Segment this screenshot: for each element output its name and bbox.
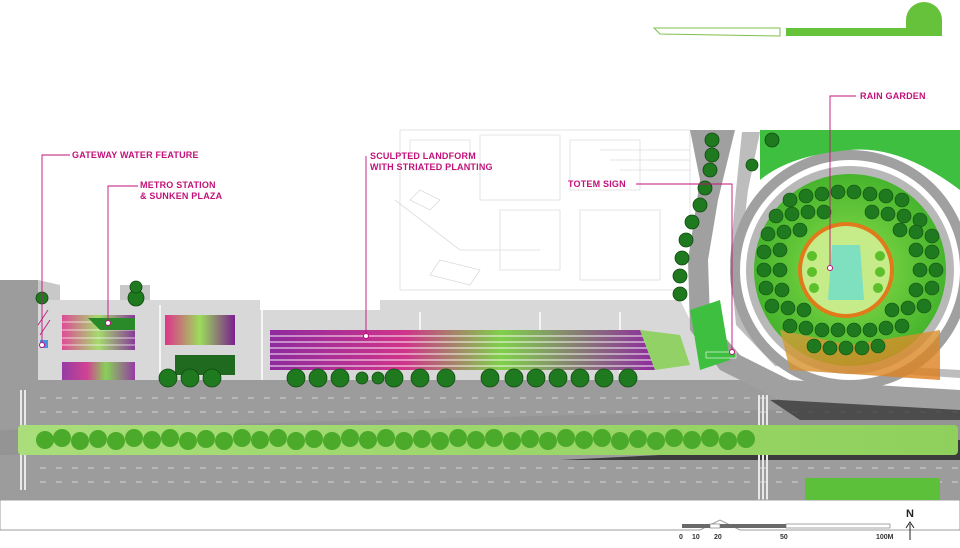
callout-dots [39, 265, 833, 355]
sculpted-landform [270, 330, 690, 370]
median-planting [18, 425, 958, 455]
street-trees [35, 280, 638, 388]
callout-text: GATEWAY WATER FEATURE [72, 150, 199, 160]
gateway-metro-area [37, 309, 235, 380]
north-label: N [906, 508, 914, 520]
scale-tick-50: 50 [780, 534, 788, 541]
callout-metro-station: METRO STATION & SUNKEN PLAZA [140, 180, 222, 202]
callout-text: RAIN GARDEN [860, 91, 926, 101]
scale-tick-100m: 100M [876, 534, 894, 541]
scale-tick-10: 10 [692, 534, 700, 541]
callout-rain-garden: RAIN GARDEN [860, 91, 926, 102]
key-graphic [652, 2, 942, 37]
scale-tick-0: 0 [679, 534, 683, 541]
callout-text-line1: SCULPTED LANDFORM [370, 151, 476, 161]
north-arrow-icon [905, 521, 915, 540]
callout-text-line1: METRO STATION [140, 180, 216, 190]
callout-text-line2: & SUNKEN PLAZA [140, 191, 223, 201]
scale-tick-20: 20 [714, 534, 722, 541]
callout-sculpted-landform: SCULPTED LANDFORM WITH STRIATED PLANTING [370, 151, 493, 173]
callout-totem-sign: TOTEM SIGN [568, 179, 626, 190]
callout-text-line2: WITH STRIATED PLANTING [370, 162, 493, 172]
callout-leaders [41, 95, 856, 352]
callout-gateway-water-feature: GATEWAY WATER FEATURE [72, 150, 199, 161]
callout-text: TOTEM SIGN [568, 179, 626, 189]
ramp-trees [672, 132, 780, 302]
rain-garden-core [798, 222, 894, 318]
building-footprints [394, 129, 691, 291]
scale-bar [682, 523, 891, 529]
rain-garden-trees [756, 184, 944, 356]
totem-sign-strip [705, 351, 737, 359]
